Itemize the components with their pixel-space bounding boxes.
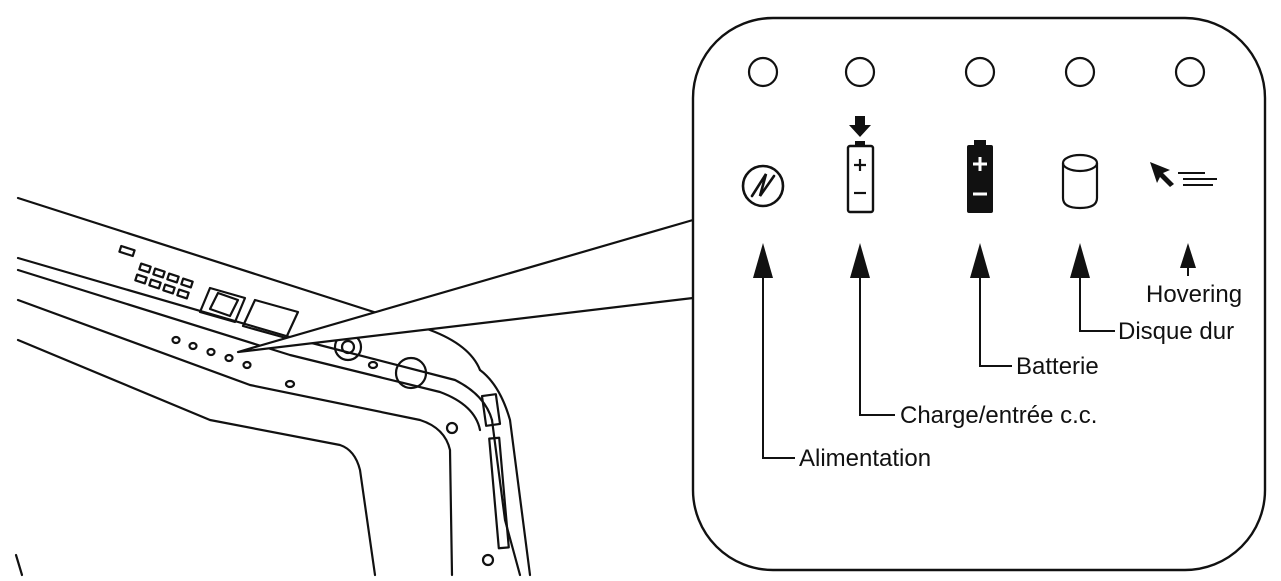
device-top-edge — [16, 196, 482, 372]
arrow-power — [753, 243, 773, 278]
device-side-port-1 — [480, 393, 502, 427]
tablet-device-illustration — [14, 196, 532, 577]
hover-pointer-icon — [1150, 162, 1217, 187]
device-top-button-1 — [198, 286, 247, 324]
led-hovering — [1174, 56, 1206, 88]
led-indicators — [747, 56, 1206, 88]
arrow-hdd — [1070, 243, 1090, 278]
device-screen-bezel — [16, 338, 377, 577]
callout-pointer — [236, 218, 694, 354]
label-hdd: Disque dur — [1118, 318, 1234, 345]
device-top-hole-2 — [284, 379, 296, 389]
led-hdd — [1064, 56, 1096, 88]
device-corner-mark — [14, 553, 24, 577]
label-power: Alimentation — [799, 445, 931, 472]
device-led-row — [171, 335, 252, 370]
device-top-dial — [394, 356, 428, 390]
led-charge — [844, 56, 876, 88]
device-top-knob-inner — [340, 339, 356, 355]
power-icon — [741, 164, 785, 208]
device-front-upper-edge — [16, 268, 482, 432]
device-side-screw-1 — [445, 421, 459, 435]
leader-battery — [979, 276, 1012, 367]
device-right-side — [478, 368, 532, 577]
label-hovering: Hovering — [1146, 281, 1242, 308]
arrow-hovering — [1180, 243, 1196, 268]
pointer-arrows — [753, 243, 1196, 278]
device-side-screw-2 — [481, 553, 495, 567]
device-top-button-1-inner — [208, 291, 240, 318]
leader-lines — [762, 266, 1189, 459]
battery-charge-icon — [846, 116, 875, 214]
device-right-side-inner — [490, 418, 522, 577]
callout-bubble — [236, 16, 1267, 572]
arrow-charge — [850, 243, 870, 278]
leader-charge — [859, 276, 895, 416]
leader-power — [762, 276, 795, 459]
device-front-face — [16, 298, 454, 577]
label-charge: Charge/entrée c.c. — [900, 402, 1097, 429]
hard-disk-icon — [1061, 153, 1099, 210]
device-top-small-key — [118, 244, 136, 258]
label-battery: Batterie — [1016, 353, 1099, 380]
device-side-port-2 — [488, 436, 510, 550]
led-power — [747, 56, 779, 88]
device-top-inner-edge — [16, 256, 494, 422]
device-top-hole-1 — [367, 360, 379, 370]
leader-hdd — [1079, 276, 1115, 332]
device-top-key-grid — [134, 262, 194, 300]
led-battery — [964, 56, 996, 88]
arrow-battery — [970, 243, 990, 278]
battery-icon — [967, 140, 993, 213]
